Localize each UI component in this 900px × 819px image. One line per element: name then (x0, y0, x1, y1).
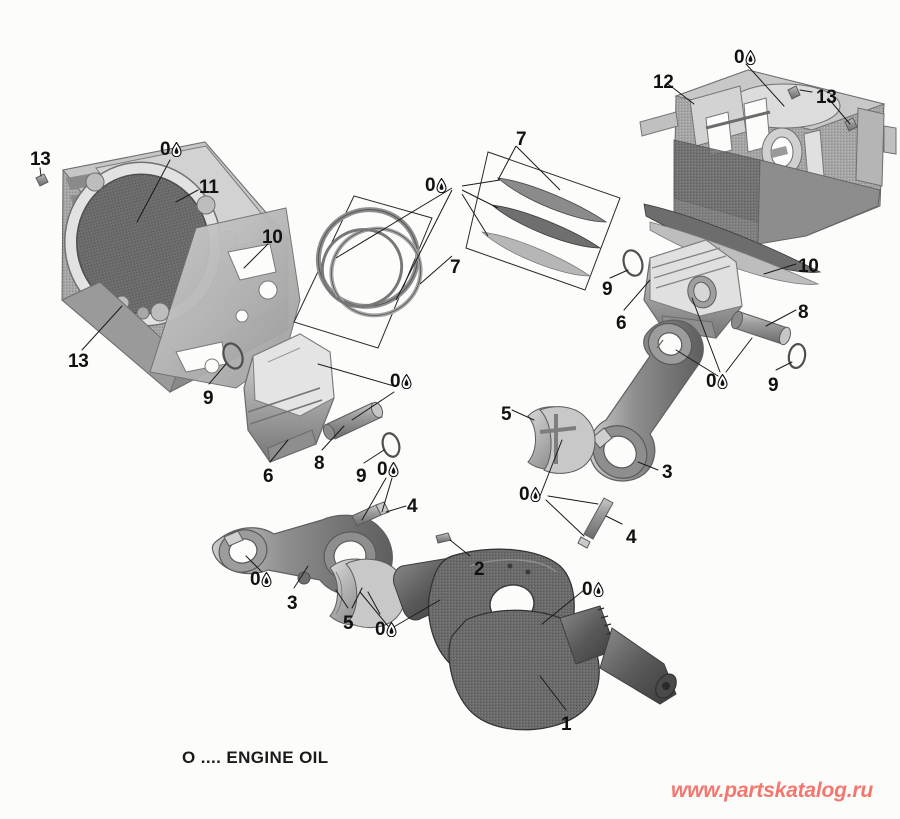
callout-9-circlip-left-b: 9 (356, 466, 367, 487)
piston-ring-set-box (293, 195, 433, 349)
callout-7-rings-box: 7 (450, 257, 461, 278)
callout-label: 0 (160, 139, 171, 160)
oil-drop-icon (171, 141, 182, 158)
callout-5-bearings-left: 5 (343, 613, 354, 634)
callout-label: 0 (375, 619, 386, 640)
callout-0-bolt-left: 0 (377, 460, 399, 479)
key-2 (435, 532, 452, 544)
callout-1-crankshaft: 1 (561, 714, 572, 735)
callout-8-pin-right: 8 (798, 302, 809, 323)
callout-label: 0 (734, 47, 745, 68)
leader-lines-rings (335, 145, 561, 301)
callout-label: 0 (250, 569, 261, 590)
bolt-4-right (577, 497, 614, 549)
callout-12-cylinder-block-right: 12 (653, 72, 674, 93)
callout-5-bearings-right: 5 (501, 404, 512, 425)
oil-drop-icon (261, 571, 272, 588)
callout-label: 0 (706, 371, 717, 392)
callout-0-rod-left: 0 (250, 570, 272, 589)
oil-drop-icon (386, 621, 397, 638)
callout-6-piston-left: 6 (263, 466, 274, 487)
piston-pin-left (322, 401, 384, 441)
callout-0-bearings-left: 0 (375, 620, 397, 639)
callout-13-lower-left: 13 (68, 351, 89, 372)
legend-engine-oil: O .... ENGINE OIL (182, 748, 329, 767)
callout-9-circlip-right-b: 9 (768, 375, 779, 396)
cylinder-base-gasket-right (643, 203, 822, 285)
callout-13-right: 13 (816, 87, 837, 108)
callout-label: 0 (425, 175, 436, 196)
callout-9-circlip-left: 9 (203, 388, 214, 409)
site-watermark: www.partskatalog.ru (671, 779, 873, 802)
circlip-9-left (222, 342, 244, 370)
callout-6-piston-right: 6 (616, 313, 627, 334)
piston-pin-right (730, 310, 792, 346)
callout-label: 0 (582, 579, 593, 600)
piston-rings-side-box (465, 151, 621, 291)
callout-2-key: 2 (474, 559, 485, 580)
crankshaft (393, 548, 677, 731)
callout-13-top-left: 13 (30, 149, 51, 170)
callout-7-rings-top: 7 (516, 129, 527, 150)
circlip-9-right (622, 249, 644, 277)
oil-drop-icon (436, 177, 447, 194)
cylinder-block-left (61, 141, 289, 394)
oil-drop-icon (593, 581, 604, 598)
oil-drop-icon (388, 461, 399, 478)
callout-10-gasket-left: 10 (262, 227, 283, 248)
callout-4-bolt-right: 4 (626, 527, 637, 548)
circlip-9-left-b (381, 432, 401, 458)
callout-0-crankshaft: 0 (582, 580, 604, 599)
cylinder-block-right (639, 69, 897, 245)
dowel-pin-13-left (35, 173, 49, 187)
dowel-pin-13-right (787, 85, 858, 132)
callout-label: 0 (519, 484, 530, 505)
connecting-rod-right (588, 319, 704, 482)
callout-4-bolt-left: 4 (407, 496, 418, 517)
leader-lines (39, 63, 851, 711)
callout-11-cylinder-block: 11 (199, 177, 219, 198)
circlip-9-right-b (787, 343, 807, 369)
callout-10-gasket-right: 10 (798, 256, 819, 277)
callout-8-pin-left: 8 (314, 453, 325, 474)
callout-label: 0 (390, 371, 401, 392)
callout-3-rod-left: 3 (287, 593, 298, 614)
cylinder-base-gasket-left (149, 207, 301, 389)
callout-0-rings: 0 (425, 176, 447, 195)
callout-0-bearings-right: 0 (519, 485, 541, 504)
oil-drop-icon (717, 373, 728, 390)
oil-drop-icon (530, 486, 541, 503)
bearing-shells-right (527, 406, 596, 474)
callout-label: 0 (377, 459, 388, 480)
callout-3-rod-right: 3 (662, 462, 673, 483)
callout-0-block-right: 0 (734, 48, 756, 67)
callout-0-left-block: 0 (160, 140, 182, 159)
piston-left (243, 333, 335, 463)
callout-0-rod-right: 0 (706, 372, 728, 391)
callout-0-piston-left: 0 (390, 372, 412, 391)
oil-drop-icon (745, 49, 756, 66)
callout-9-circlip-right: 9 (602, 279, 613, 300)
oil-drop-icon (401, 373, 412, 390)
bearing-shells-left (329, 558, 406, 628)
